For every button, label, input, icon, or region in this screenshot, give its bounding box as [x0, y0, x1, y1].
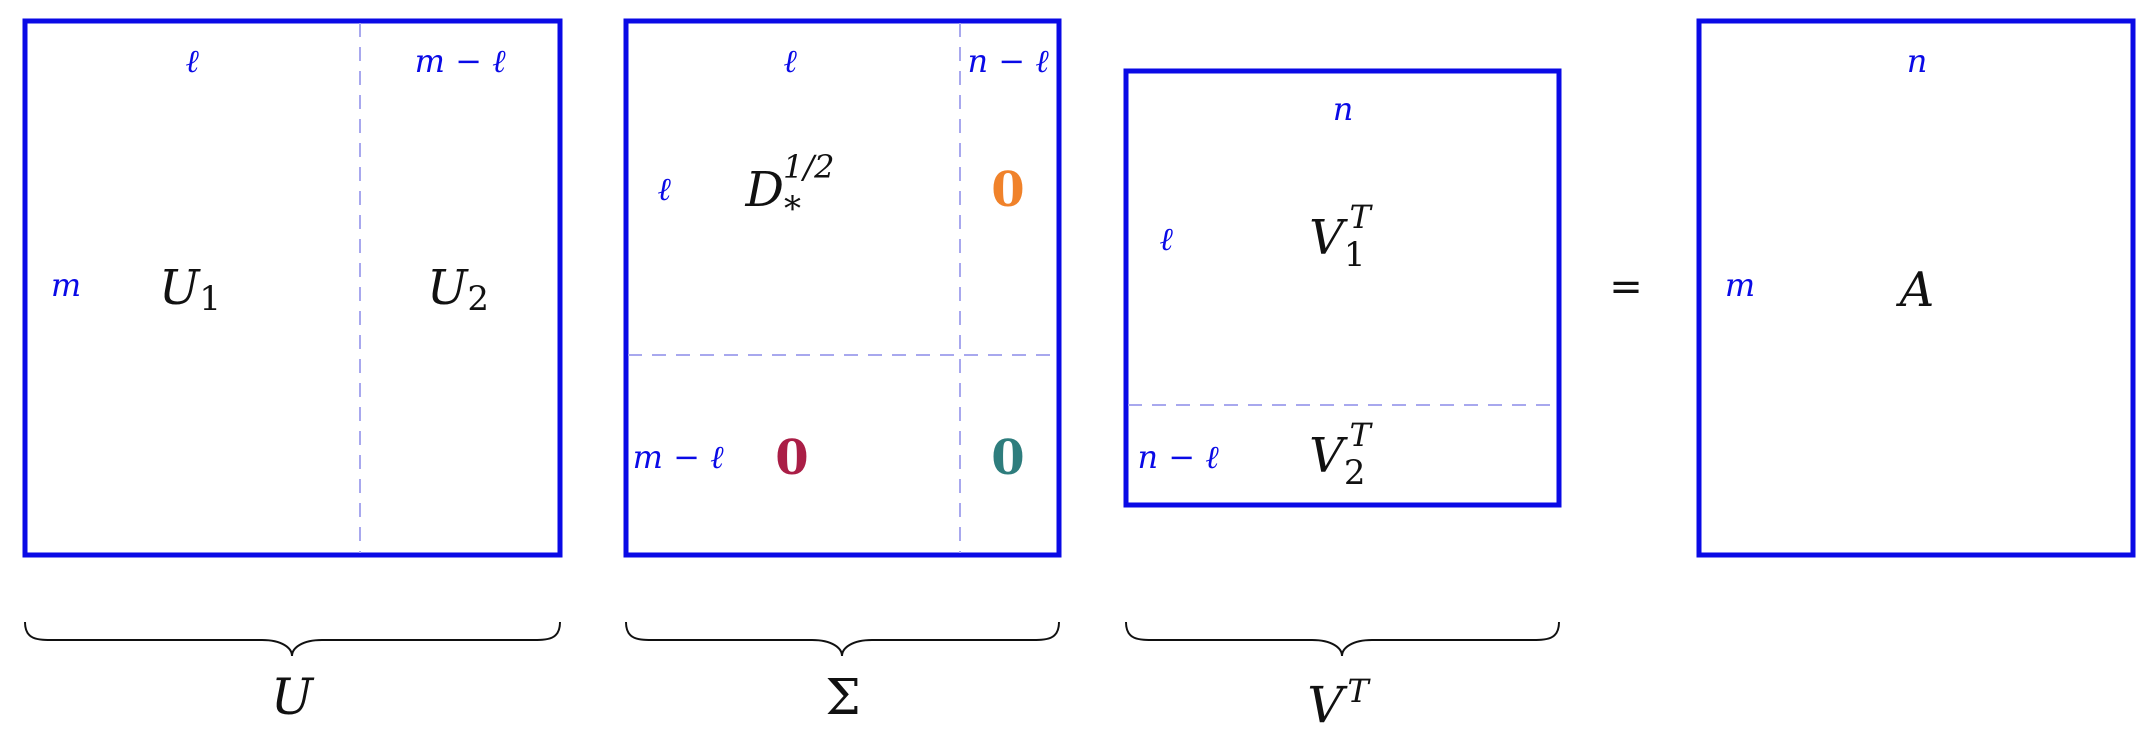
matrix-u-col-label-2: m − ℓ — [415, 42, 507, 80]
brace-vt-label-base: V — [1307, 676, 1348, 734]
block-v1-sup: T — [1349, 198, 1373, 236]
matrix-a-border — [1696, 18, 2136, 558]
matrix-vt-row-label-1: ℓ — [1159, 220, 1173, 258]
block-d-star-half: D*1/2 — [745, 148, 835, 229]
brace-vt-label-sup: T — [1347, 672, 1371, 710]
block-v1-sub: 1 — [1344, 235, 1366, 275]
brace-vt-curve — [1125, 621, 1560, 657]
matrix-vt-border — [1123, 68, 1562, 508]
block-d-base: D — [745, 162, 784, 218]
block-u2-base: U — [427, 260, 469, 316]
matrix-u-col-label-1: ℓ — [185, 42, 199, 80]
brace-sigma-label: Σ — [825, 668, 860, 726]
block-v2-sup: T — [1349, 416, 1373, 454]
matrix-u-border — [22, 18, 563, 558]
block-u2-sub: 2 — [467, 279, 489, 319]
matrix-vt-row-label-2: n − ℓ — [1137, 438, 1219, 476]
zero-bottom-right: 0 — [991, 430, 1024, 486]
block-v1-base: V — [1309, 210, 1348, 266]
zero-bottom-left: 0 — [775, 430, 808, 486]
block-u1-base: U — [159, 260, 201, 316]
block-u1: U1 — [159, 260, 221, 319]
brace-u: U — [24, 621, 561, 726]
matrix-sigma-col-label-2: n − ℓ — [967, 42, 1049, 80]
matrix-a-col-label: n — [1907, 42, 1928, 80]
brace-u-curve — [24, 621, 561, 657]
brace-u-label: U — [271, 668, 315, 726]
brace-sigma-curve — [625, 621, 1060, 657]
block-u1-sub: 1 — [199, 279, 221, 319]
matrix-u-row-label: m — [51, 266, 81, 304]
matrix-sigma-row-label-1: ℓ — [657, 170, 671, 208]
block-v2-base: V — [1309, 428, 1348, 484]
matrix-sigma-row-label-2: m − ℓ — [633, 438, 725, 476]
matrix-u: ℓ m − ℓ m U1 U2 — [22, 18, 563, 558]
equals-sign: = — [1609, 264, 1643, 310]
block-d-sup: 1/2 — [783, 148, 835, 186]
brace-sigma: Σ — [625, 621, 1060, 726]
matrix-a-row-label: m — [1725, 266, 1755, 304]
block-v2-t: V2T — [1309, 416, 1373, 493]
block-d-sub: * — [784, 189, 801, 229]
matrix-a: n m A — [1696, 18, 2136, 558]
block-u2: U2 — [427, 260, 489, 319]
matrix-vt: n ℓ n − ℓ V1T V2T — [1123, 68, 1562, 508]
block-v1-t: V1T — [1309, 198, 1373, 275]
matrix-sigma-col-label-1: ℓ — [783, 42, 797, 80]
zero-top-right: 0 — [991, 162, 1024, 218]
block-a: A — [1896, 262, 1935, 318]
block-v2-sub: 2 — [1344, 453, 1366, 493]
matrix-sigma: ℓ n − ℓ ℓ m − ℓ D*1/2 0 0 0 — [623, 18, 1062, 558]
matrix-vt-col-label: n — [1333, 90, 1354, 128]
matrix-sigma-border — [623, 18, 1062, 558]
